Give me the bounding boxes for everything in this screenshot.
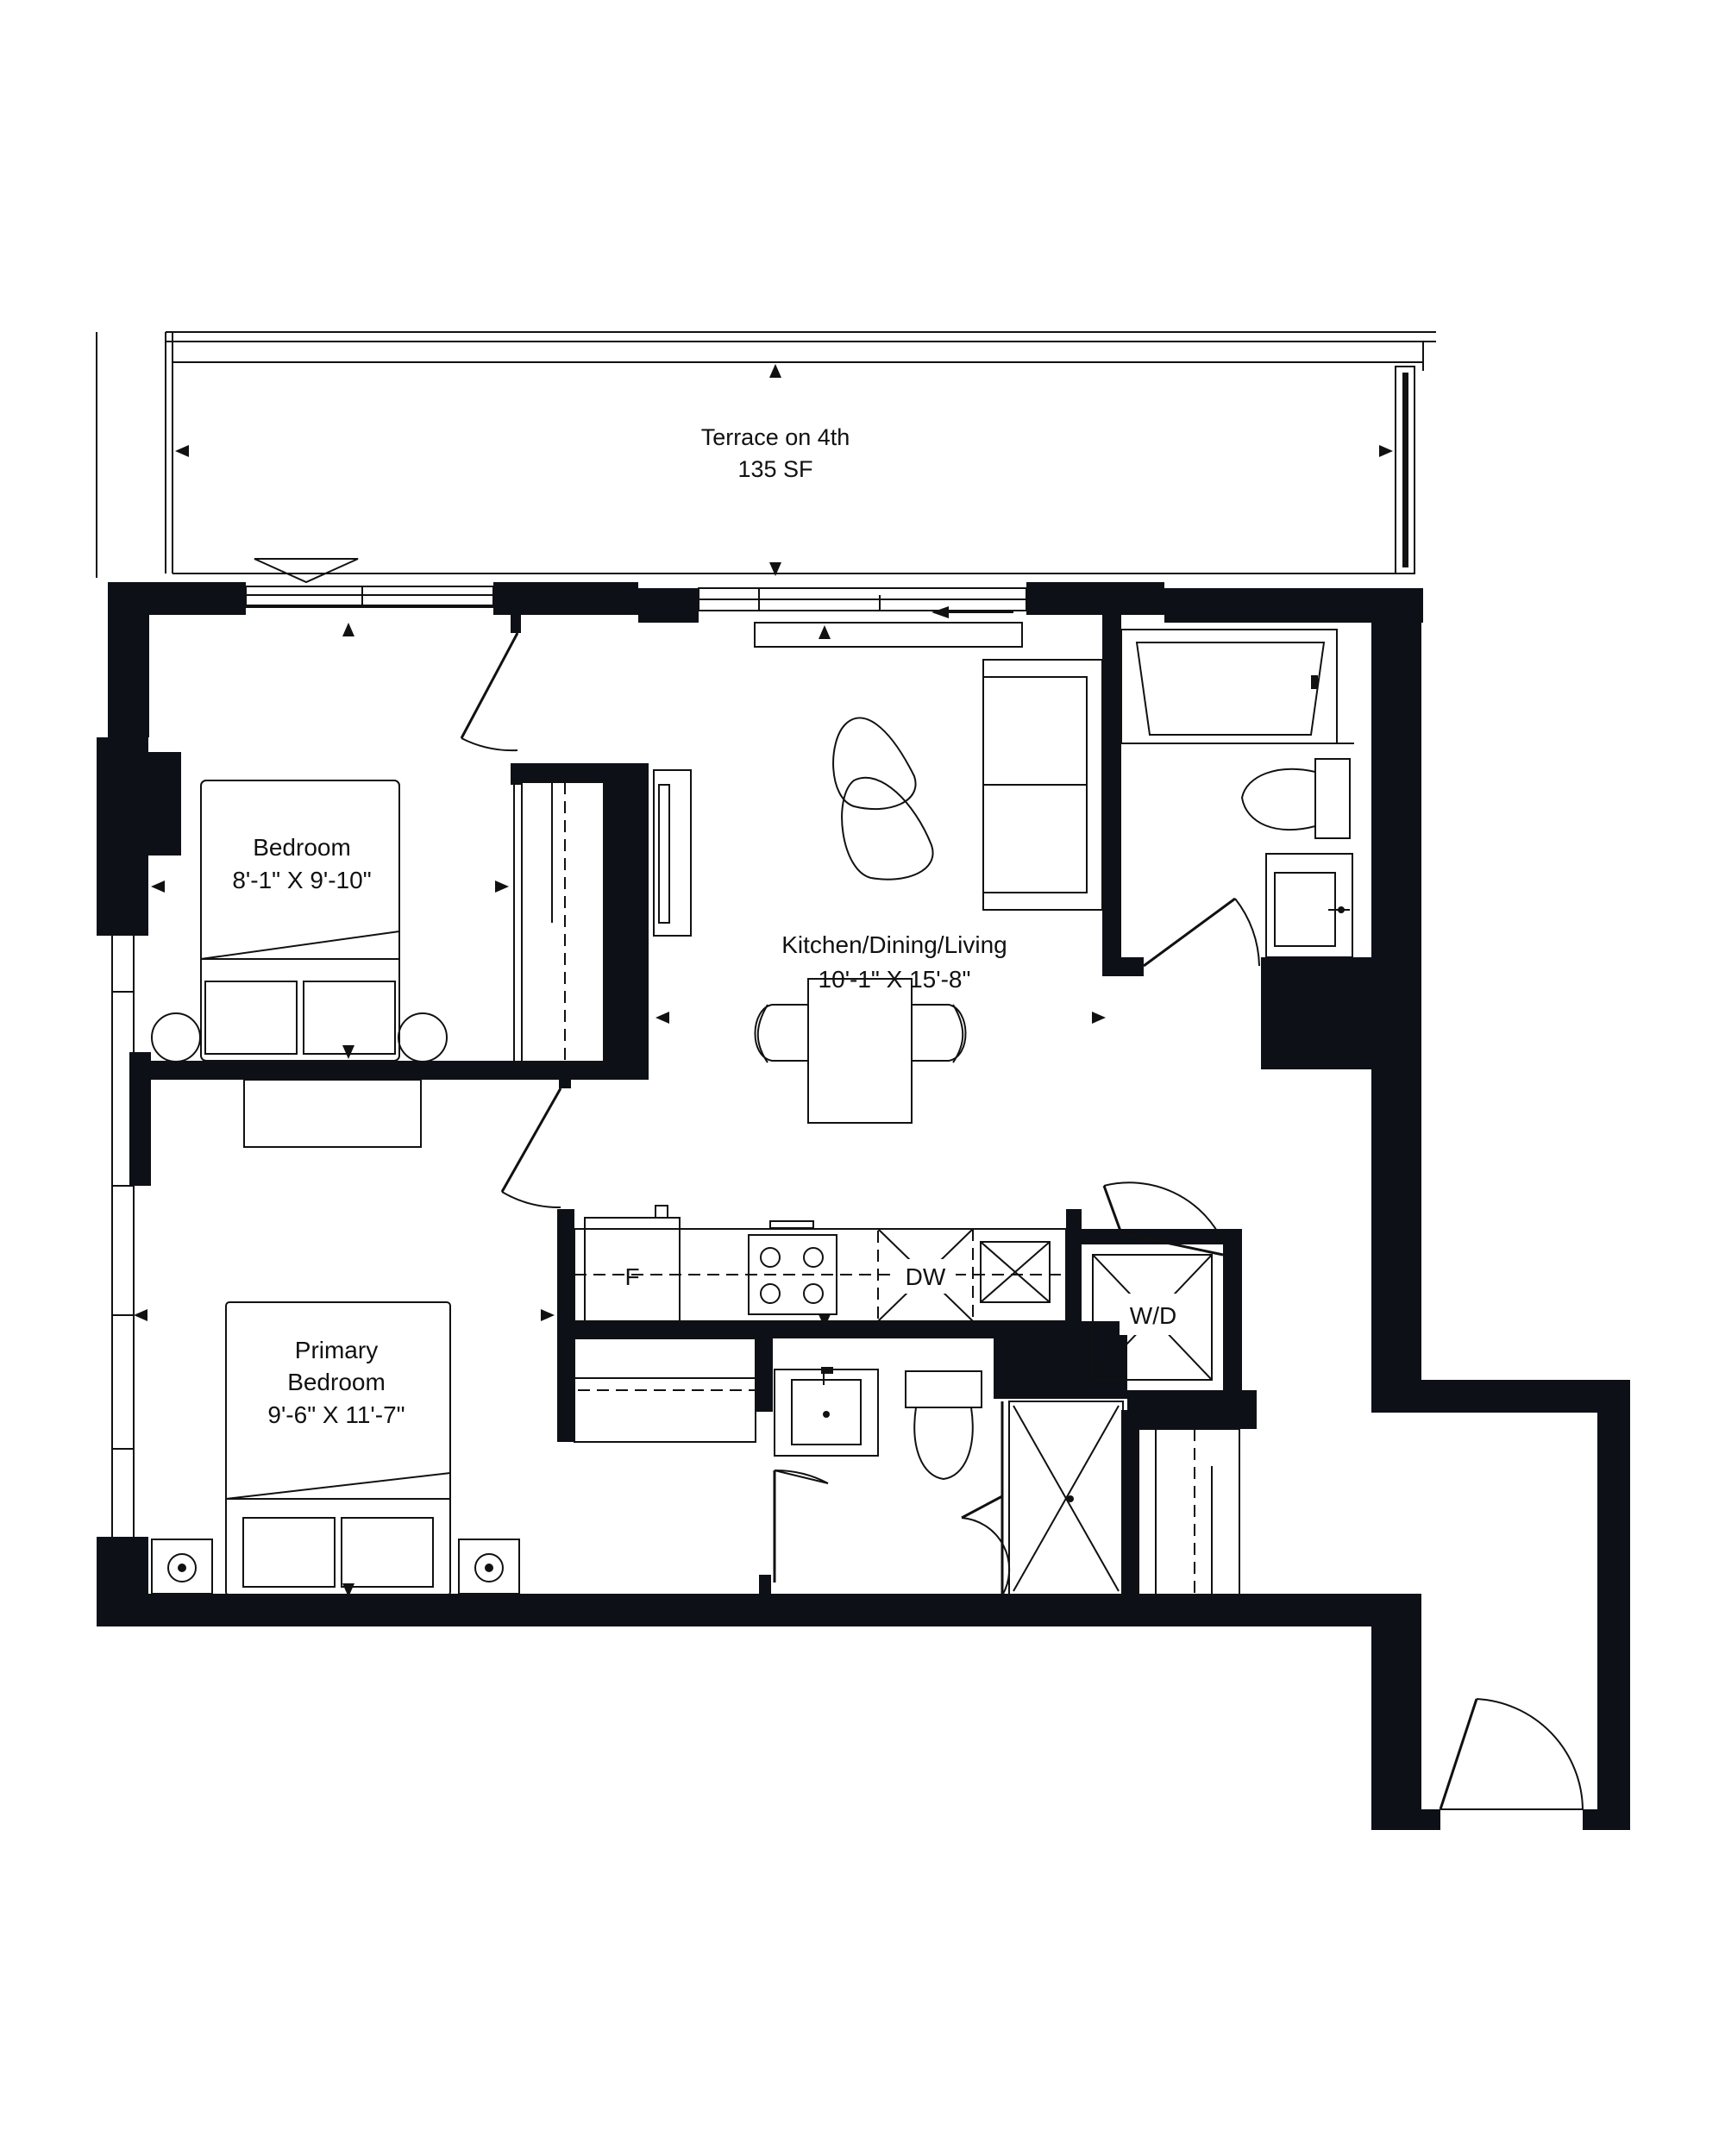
primary-bedroom: Primary Bedroom 9'-6" X 11'-7" xyxy=(134,1301,756,1597)
dining-chair-left xyxy=(754,1004,808,1062)
primary-pillow-left xyxy=(242,1517,336,1588)
terrace-dim-arrow-top xyxy=(769,364,781,378)
ensuite-bathroom xyxy=(773,1367,1124,1596)
bedroom-nightstand-right xyxy=(398,1012,448,1062)
entry-door-leaf xyxy=(1439,1698,1478,1810)
primary-bedroom-door-leaf xyxy=(500,1087,562,1193)
primary-bed xyxy=(225,1301,451,1596)
washer-dryer xyxy=(1092,1254,1213,1381)
lounge-chair-2 xyxy=(841,776,934,881)
primary-bedroom-label-line2: Bedroom xyxy=(287,1369,386,1395)
cooktop xyxy=(748,1234,837,1315)
terrace-dim-arrow-left xyxy=(175,445,189,457)
primary-nightstand-left xyxy=(151,1539,213,1595)
windows xyxy=(245,558,1027,648)
bedroom-dimensions: 8'-1" X 9'-10" xyxy=(232,867,371,893)
bedroom-bed xyxy=(200,780,400,1062)
terrace-label: Terrace on 4th xyxy=(701,424,850,450)
kitchen-sink xyxy=(980,1241,1051,1303)
primary-nightstand-right xyxy=(458,1539,520,1595)
bedroom-closet xyxy=(513,781,605,1063)
bathroom-1-door-leaf xyxy=(1143,897,1236,968)
fridge-label: F xyxy=(624,1263,639,1290)
kitchen-dining-living: F DW W/D Kitchen/Dining/Living 10'-1" X … xyxy=(500,625,1224,1381)
slider-direction-arrow xyxy=(932,606,949,618)
shower-door xyxy=(961,1495,1003,1520)
walls xyxy=(97,582,1630,1830)
bedroom-pillow-left xyxy=(204,981,298,1055)
primary-pillow-right xyxy=(341,1517,434,1588)
toilet-bowl-2 xyxy=(913,1407,974,1481)
toilet-bowl-1 xyxy=(1240,768,1316,831)
entry-closet xyxy=(1138,1428,1240,1596)
terrace-railing-glass xyxy=(1402,373,1408,567)
bedroom-pillow-right xyxy=(303,981,396,1055)
bedroom-label: Bedroom xyxy=(253,834,351,861)
bedroom-rug xyxy=(243,1079,422,1148)
media-console xyxy=(653,769,692,937)
dishwasher-label: DW xyxy=(906,1263,946,1290)
dining-chair-right xyxy=(912,1004,967,1062)
fridge xyxy=(584,1217,681,1322)
toilet-tank-1 xyxy=(1314,758,1351,839)
washer-dryer-label: W/D xyxy=(1130,1302,1176,1329)
bathroom-1 xyxy=(1120,629,1354,968)
bathtub xyxy=(1120,629,1338,744)
dining-table xyxy=(807,978,913,1124)
dishwasher xyxy=(877,1228,974,1322)
terrace: Terrace on 4th 135 SF xyxy=(96,331,1436,578)
kitchen-label: Kitchen/Dining/Living xyxy=(781,931,1007,958)
shower xyxy=(1008,1401,1124,1596)
terrace-dim-arrow-bottom xyxy=(769,562,781,576)
terrace-area: 135 SF xyxy=(737,456,812,482)
entry xyxy=(1138,1428,1584,1810)
bedroom: Bedroom 8'-1" X 9'-10" xyxy=(151,623,605,1148)
bedroom-door-leaf xyxy=(460,632,519,739)
kitchen-dimensions: 10'-1" X 15'-8" xyxy=(819,966,971,993)
primary-bedroom-dimensions: 9'-6" X 11'-7" xyxy=(267,1401,405,1428)
terrace-dim-arrow-right xyxy=(1379,445,1393,457)
lounge-chair-1 xyxy=(832,717,917,811)
primary-bedroom-label-line1: Primary xyxy=(295,1337,378,1363)
vanity-1 xyxy=(1265,853,1353,958)
bedroom-nightstand-left xyxy=(151,1012,201,1062)
terrace-railing-post xyxy=(1395,366,1415,574)
toilet-tank-2 xyxy=(905,1370,982,1408)
